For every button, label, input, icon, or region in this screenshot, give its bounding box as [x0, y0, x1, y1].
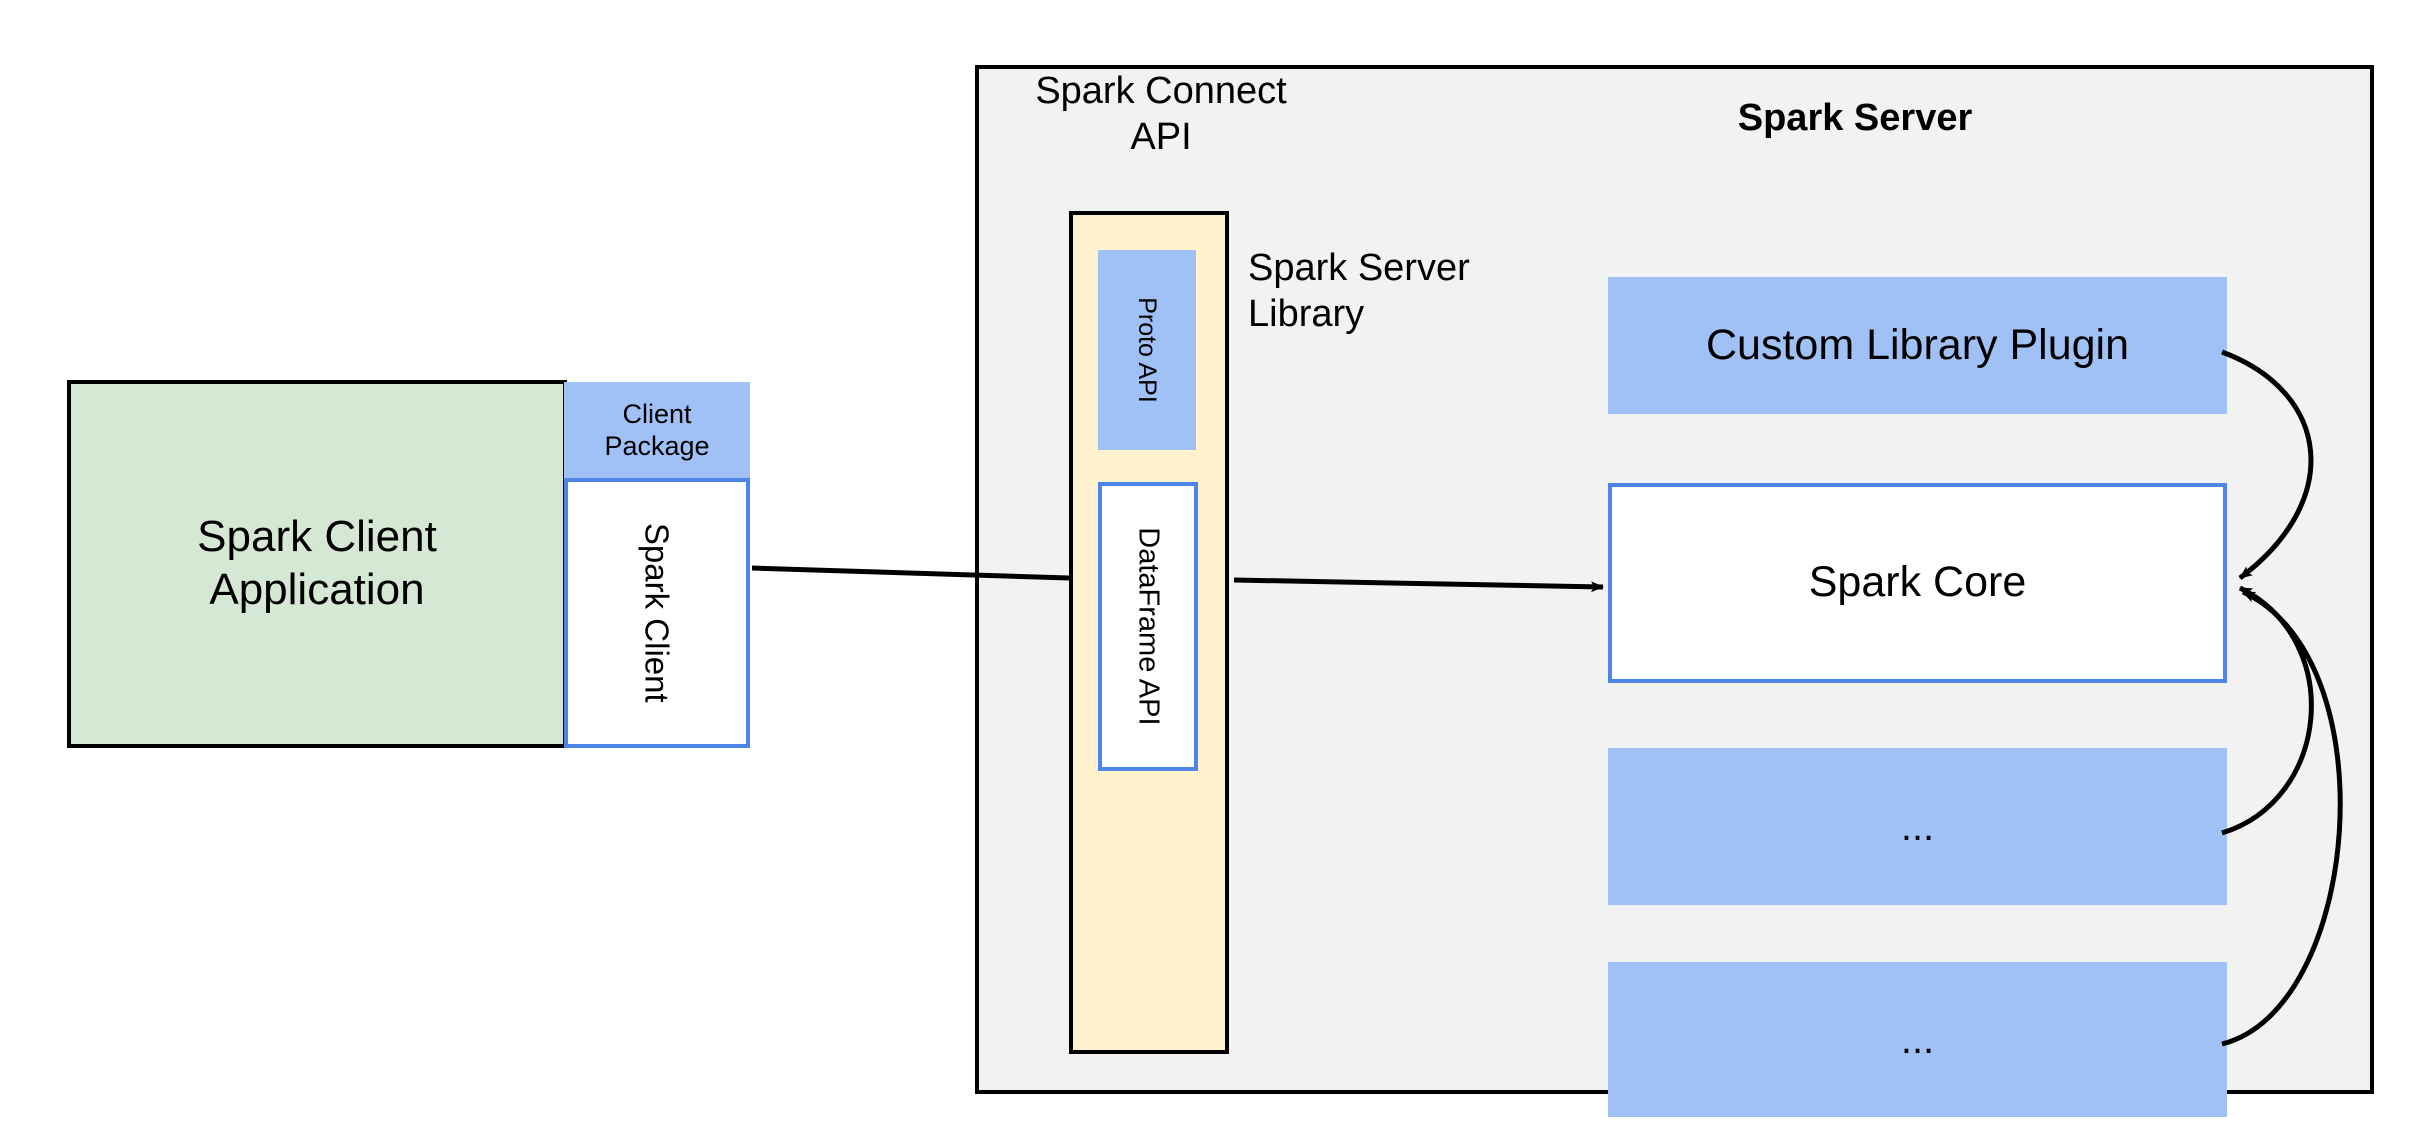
custom-library-plugin-box[interactable]: Custom Library Plugin [1608, 277, 2227, 414]
ellipsis-box-2[interactable]: ... [1608, 962, 2227, 1117]
custom-library-plugin-label: Custom Library Plugin [1705, 320, 2129, 369]
spark-core-box[interactable]: Spark Core [1608, 483, 2227, 683]
proto-api-box[interactable]: Proto API [1098, 250, 1196, 450]
spark-client-application-box[interactable]: Spark Client Application [67, 380, 567, 748]
dataframe-api-box[interactable]: DataFrame API [1098, 482, 1198, 771]
spark-server-library-title: Spark Server Library [1248, 247, 1470, 336]
client-package-label: Client Package [604, 398, 710, 461]
spark-client-label: Spark Client [638, 523, 676, 703]
proto-api-label: Proto API [1133, 297, 1161, 403]
spark-core-label: Spark Core [1808, 558, 2027, 607]
ellipsis-box-2-label: ... [1900, 1017, 1935, 1062]
spark-connect-api-title: Spark Connect API [1035, 70, 1287, 159]
spark-client-box[interactable]: Spark Client [564, 478, 750, 748]
spark-client-application-label: Spark Client Application [197, 512, 437, 614]
dataframe-api-label: DataFrame API [1132, 527, 1165, 726]
ellipsis-box-1-label: ... [1900, 804, 1935, 849]
client-package-box[interactable]: Client Package [564, 382, 750, 478]
spark-server-title: Spark Server [1737, 97, 1973, 139]
ellipsis-box-1[interactable]: ... [1608, 748, 2227, 905]
